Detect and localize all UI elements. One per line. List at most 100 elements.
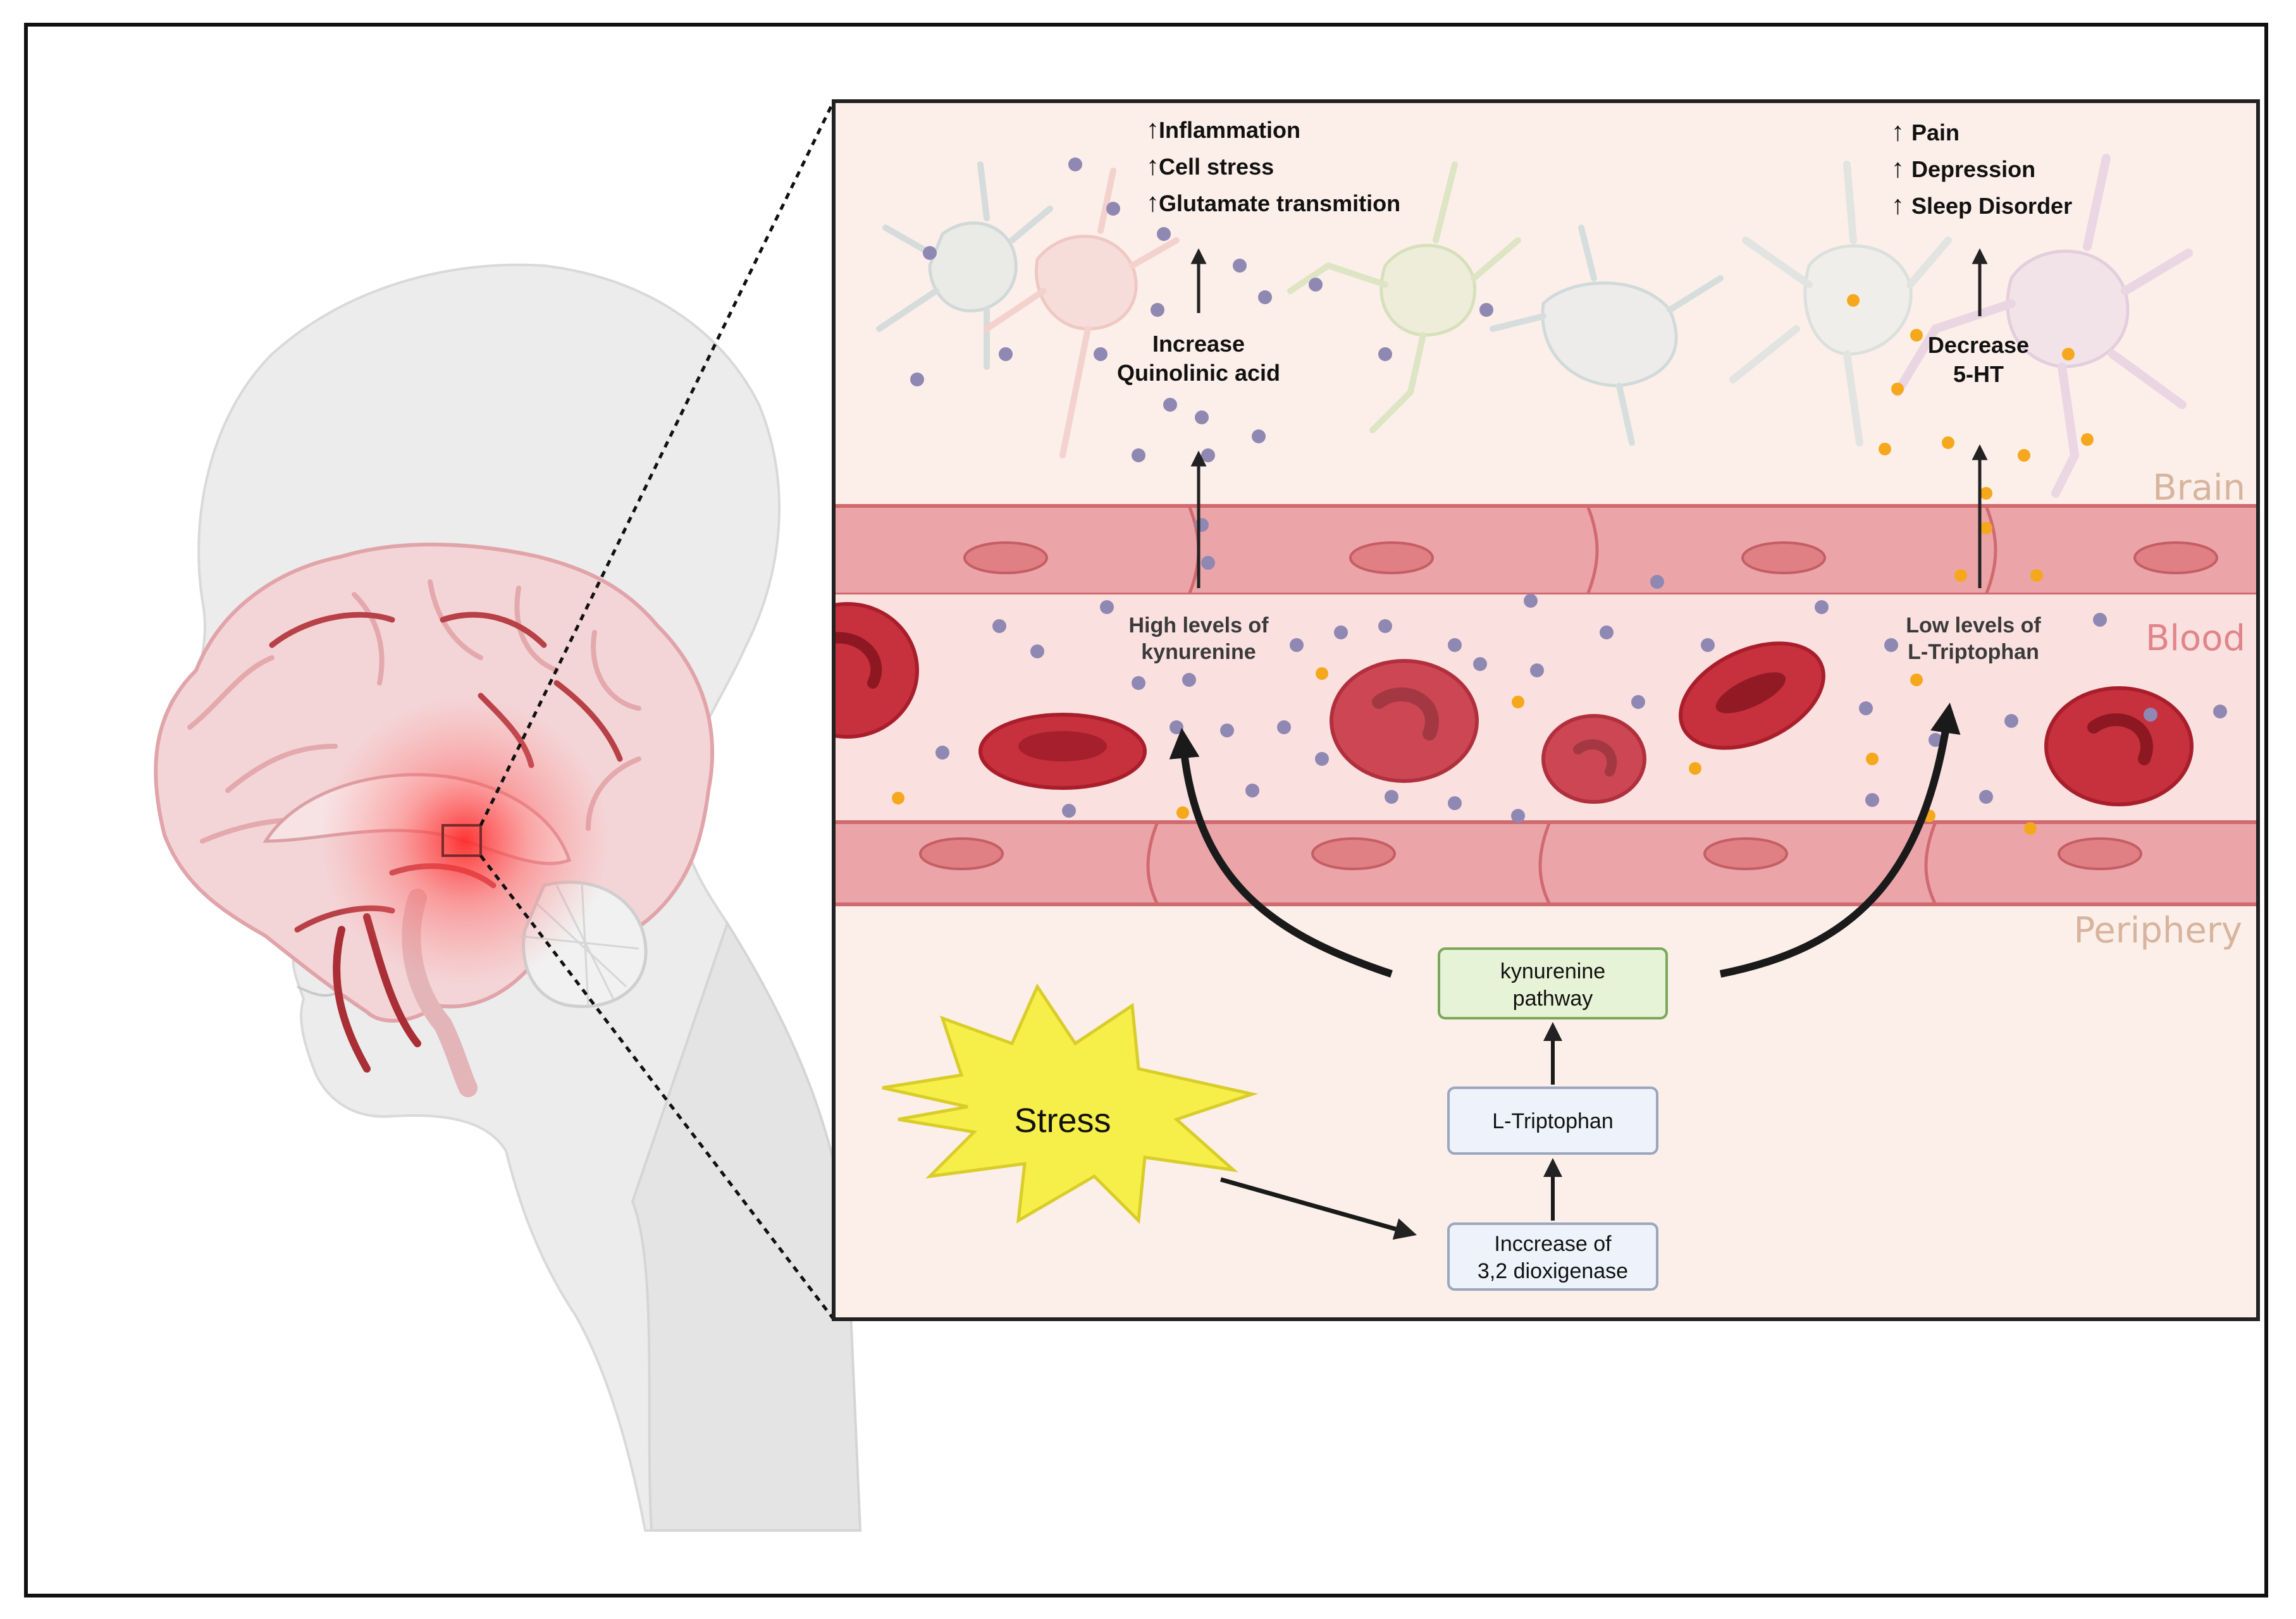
left-effects-list: ↑ Inflammation ↑ Cell stress ↑ Glutamate…	[1146, 114, 1400, 217]
enzyme-box	[1447, 1222, 1658, 1291]
kynurenine-particle	[1201, 556, 1215, 570]
kynurenine-particle	[1701, 638, 1715, 652]
curved-arrow-to-kynurenine	[1169, 727, 1393, 978]
up-arrow-icon: ↑	[1891, 153, 1904, 183]
kynurenine-particle	[1979, 790, 1993, 804]
up-arrow-icon: ↑	[1891, 190, 1904, 219]
tryptophan-particle	[1316, 667, 1328, 680]
quinolinic-label-line2: Quinolinic acid	[1117, 360, 1280, 386]
tryptophan-particle	[1910, 674, 1923, 686]
kynurenine-particle	[1258, 290, 1272, 304]
kynurenine-particle	[1220, 723, 1234, 737]
blood-label-right-line2: L-Triptophan	[1908, 640, 2039, 664]
tryptophan-particle	[2081, 433, 2094, 446]
kynurenine-particle	[1132, 448, 1145, 462]
stress-burst	[882, 983, 1259, 1224]
kynurenine-particle	[1182, 673, 1196, 687]
kynurenine-particle	[1479, 303, 1493, 317]
kynurenine-particle	[1334, 625, 1348, 639]
red-blood-cells	[834, 602, 2194, 806]
up-arrow-icon: ↑	[1146, 114, 1159, 144]
kynurenine-particle	[910, 372, 924, 386]
kynurenine-particle	[1884, 638, 1898, 652]
kynurenine-particle	[1106, 202, 1120, 216]
kynurenine-particle	[2144, 708, 2157, 722]
kynurenine-particle	[999, 347, 1013, 361]
tryptophan-particle	[1954, 569, 1967, 582]
kynurenine-particle	[1252, 429, 1266, 443]
kynurenine-particle	[1195, 410, 1209, 424]
tryptophan-particle	[1689, 762, 1701, 775]
blood-label-right-line1: Low levels of	[1906, 613, 2041, 637]
kynurenine-particle	[1815, 600, 1829, 614]
red-blood-cell	[1330, 659, 1479, 783]
kynurenine-particle	[1309, 278, 1323, 292]
kyn-label-line2: pathway	[1513, 987, 1593, 1011]
kynurenine-particle	[923, 246, 937, 260]
kynurenine-particle	[1315, 752, 1329, 766]
tryptophan-particle	[1866, 753, 1879, 765]
enzyme-label-line2: 3,2 dioxigenase	[1478, 1259, 1628, 1283]
red-blood-cell	[1541, 714, 1646, 804]
arrow-stress-to-enzyme	[1220, 1177, 1417, 1240]
tryptophan-particle	[1942, 436, 1954, 449]
brain-illustration	[154, 543, 715, 1097]
zoom-panel: Brain Blood Periphery ↑ Inflammation ↑ C…	[832, 99, 2260, 1321]
zoom-line-bottom	[479, 854, 835, 1320]
kyn-label-line1: kynurenine	[1500, 959, 1605, 983]
kynurenine-particle	[1245, 784, 1259, 797]
tryptophan-particle	[1980, 487, 1992, 500]
tryptophan-particle	[1980, 522, 1992, 534]
kynurenine-particle	[1277, 720, 1291, 734]
kynurenine-particle	[1163, 398, 1177, 412]
kynurenine-particle	[1290, 638, 1304, 652]
kynurenine-particle	[1062, 804, 1076, 818]
kynurenine-particle	[1865, 793, 1879, 807]
kynurenine-particle	[1170, 720, 1183, 734]
kynurenine-particle	[935, 746, 949, 760]
kynurenine-particle	[1473, 657, 1487, 671]
tryptophan-particle	[892, 792, 904, 804]
effect-pain: Pain	[1911, 120, 1960, 145]
kynurenine-particle	[1030, 644, 1044, 658]
zoom-region-box	[441, 824, 482, 857]
tryptophan-particle	[1910, 329, 1923, 342]
tryptophan-particle	[2018, 449, 2030, 462]
kynurenine-particle	[1195, 518, 1209, 532]
tryptophan-particle	[2024, 822, 2037, 835]
kynurenine-particle	[1157, 227, 1171, 241]
blood-label-left-line2: kynurenine	[1141, 640, 1256, 664]
brain-cells	[876, 154, 2193, 498]
effect-depression: Depression	[1911, 156, 2035, 182]
substrate-box	[1447, 1087, 1658, 1155]
kynurenine-particle	[1631, 695, 1645, 709]
zone-label-periphery: Periphery	[2074, 910, 2242, 951]
tryptophan-particle	[1879, 443, 1891, 455]
enzyme-label-line1: Inccrease of	[1494, 1232, 1612, 1256]
tryptophan-particle	[1176, 806, 1189, 819]
vessel-wall-top	[834, 506, 2258, 594]
kynurenine-particle	[1530, 663, 1544, 677]
quinolinic-label-line1: Increase	[1152, 331, 1245, 357]
effect-cell-stress: Cell stress	[1159, 154, 1274, 180]
kynurenine-particle	[1448, 638, 1462, 652]
up-arrow-icon: ↑	[1891, 116, 1904, 146]
kynurenine-particle	[1511, 809, 1525, 823]
kynurenine-particle	[2004, 714, 2018, 728]
right-effects-list: ↑ Pain ↑ Depression ↑ Sleep Disorder	[1891, 116, 2072, 219]
kynurenine-particle	[1524, 594, 1538, 608]
zone-label-brain: Brain	[2152, 467, 2245, 508]
blood-label-left-line1: High levels of	[1128, 613, 1269, 637]
substrate-label: L-Triptophan	[1492, 1109, 1614, 1133]
kynurenine-particle	[1233, 259, 1247, 273]
zone-label-blood: Blood	[2145, 618, 2245, 659]
tryptophan-particle	[1891, 383, 1904, 395]
kynurenine-particle	[2213, 705, 2227, 718]
tryptophan-particle	[2030, 569, 2043, 582]
kynurenine-particle	[1094, 347, 1108, 361]
kynurenine-particle	[1132, 676, 1145, 690]
kynurenine-particle	[992, 619, 1006, 633]
red-blood-cell	[834, 602, 919, 739]
kynurenine-particle	[1068, 157, 1082, 171]
